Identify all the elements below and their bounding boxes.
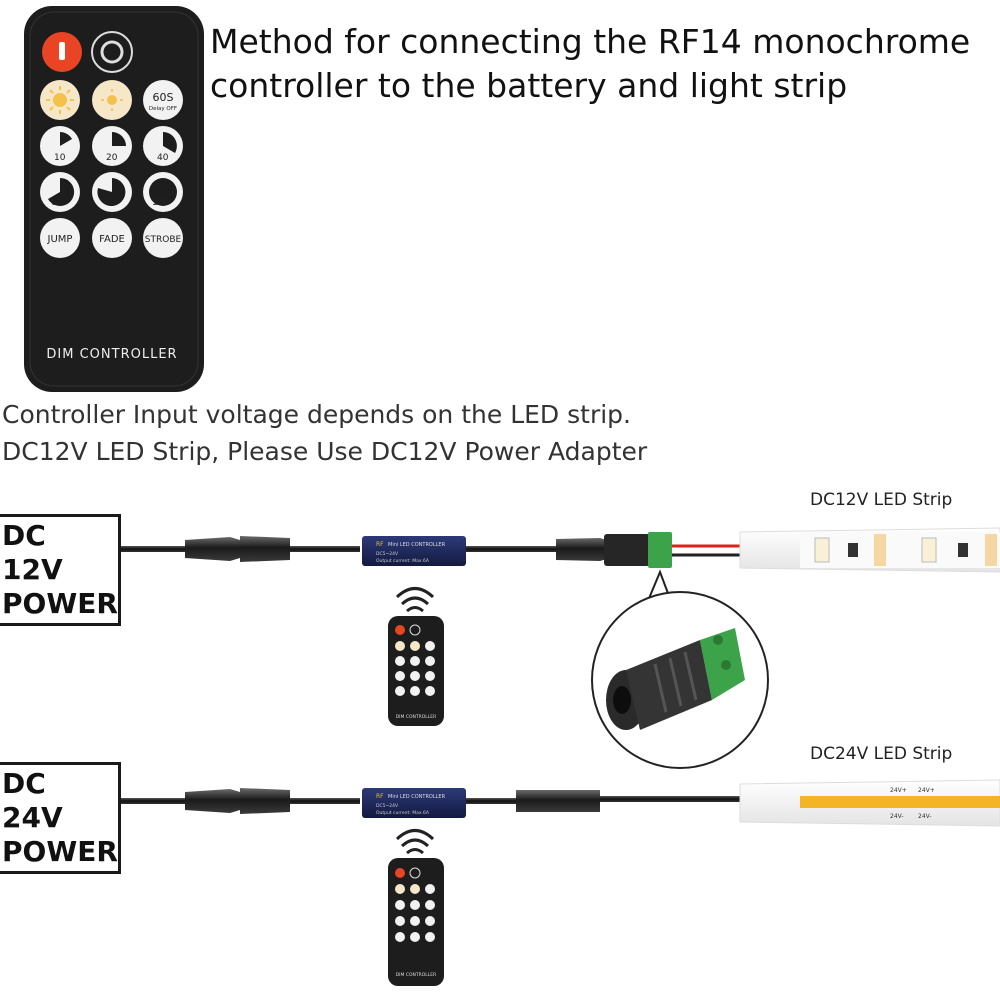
light-toggle-button[interactable] bbox=[91, 31, 133, 73]
svg-text:10: 10 bbox=[54, 153, 66, 163]
svg-text:100: 100 bbox=[152, 198, 169, 208]
delay-top-label: 60S bbox=[153, 91, 174, 104]
fade-label: FADE bbox=[99, 234, 125, 245]
jump-button[interactable] bbox=[40, 218, 80, 258]
svg-text:DIM CONTROLLER: DIM CONTROLLER bbox=[396, 714, 437, 720]
svg-text:Output current: Max.6A: Output current: Max.6A bbox=[376, 810, 430, 816]
mini-led-controller-24v bbox=[362, 788, 466, 818]
ring-icon bbox=[100, 40, 124, 64]
svg-text:20: 20 bbox=[106, 153, 118, 163]
terminal-block-12v bbox=[648, 532, 672, 568]
level-100-button[interactable]: 100 bbox=[143, 172, 183, 212]
mini-led-controller-12v bbox=[362, 536, 466, 566]
power-cable-12v bbox=[115, 546, 185, 552]
sun-small-icon bbox=[107, 95, 117, 105]
sun-large-rays bbox=[46, 86, 74, 114]
power-cable-24v bbox=[115, 798, 185, 804]
page-title: Method for connecting the RF14 monochrom… bbox=[210, 22, 971, 105]
voltage-note-line-1: Controller Input voltage depends on the … bbox=[2, 400, 631, 429]
adapter-body bbox=[626, 640, 712, 730]
row-24v: RF Mini LED CONTROLLER DC5~24V Output cu… bbox=[115, 779, 1000, 827]
svg-text:40: 40 bbox=[157, 153, 169, 163]
svg-text:Mini LED CONTROLLER: Mini LED CONTROLLER bbox=[388, 542, 446, 548]
delay-off-button[interactable] bbox=[143, 80, 183, 120]
power-box-24v-line2: POWER bbox=[2, 835, 118, 868]
svg-text:DC5~24V: DC5~24V bbox=[376, 551, 399, 557]
svg-text:DC5~24V: DC5~24V bbox=[376, 803, 399, 809]
power-box-24v-line1: DC 24V bbox=[2, 767, 63, 834]
level-60-button[interactable]: 60 bbox=[40, 172, 80, 212]
remote-label: DIM CONTROLLER bbox=[46, 347, 177, 362]
level-80-button[interactable]: 80 bbox=[92, 172, 132, 212]
small-remote-24v: DIM CONTROLLER bbox=[388, 829, 444, 986]
svg-text:RF: RF bbox=[376, 541, 384, 548]
jump-label: JUMP bbox=[47, 234, 73, 245]
row-12v: RF Mini LED CONTROLLER DC5~24V Output cu… bbox=[115, 527, 1000, 573]
svg-text:80: 80 bbox=[104, 198, 116, 208]
svg-text:Output current: Max.6A: Output current: Max.6A bbox=[376, 558, 430, 564]
power-plug-12v bbox=[185, 537, 240, 561]
strobe-button[interactable] bbox=[143, 218, 183, 258]
svg-text:DIM CONTROLLER: DIM CONTROLLER bbox=[396, 972, 437, 978]
svg-text:24V+: 24V+ bbox=[890, 787, 907, 794]
svg-text:24V+: 24V+ bbox=[918, 787, 935, 794]
controller-output-plug-24v bbox=[516, 790, 600, 812]
smd-leds-12v bbox=[814, 534, 997, 566]
adapter-callout bbox=[591, 569, 769, 769]
strobe-label: STROBE bbox=[145, 235, 182, 245]
level-20-button[interactable]: 20 bbox=[92, 126, 132, 166]
level-40-button[interactable]: 40 bbox=[143, 126, 183, 166]
signal-icon-24v bbox=[395, 829, 435, 855]
strip-label-24v: DC24V LED Strip bbox=[810, 744, 953, 764]
power-icon bbox=[59, 42, 65, 60]
power-plug-24v bbox=[185, 789, 240, 813]
cob-yellow-band bbox=[800, 796, 1000, 808]
voltage-note: Controller Input voltage depends on the … bbox=[2, 396, 722, 470]
power-box-12v-line2: POWER bbox=[2, 587, 118, 620]
controller-output-plug-12v bbox=[556, 538, 610, 561]
power-box-24v: DC 24V POWER bbox=[0, 762, 121, 874]
power-box-12v-line1: DC 12V bbox=[2, 519, 63, 586]
sun-large-icon bbox=[53, 93, 67, 107]
controller-input-plug-24v bbox=[240, 788, 290, 814]
voltage-note-line-2: DC12V LED Strip, Please Use DC12V Power … bbox=[2, 437, 648, 466]
controller-input-plug-12v bbox=[240, 536, 290, 562]
svg-text:24V-: 24V- bbox=[918, 813, 932, 820]
strip-label-12v: DC12V LED Strip bbox=[810, 490, 953, 510]
signal-icon-12v bbox=[395, 587, 435, 613]
delay-bottom-label: Delay OFF bbox=[149, 106, 177, 112]
dim-controller-remote: 60S Delay OFF 10 20 40 60 80 bbox=[24, 6, 204, 392]
power-box-12v: DC 12V POWER bbox=[0, 514, 121, 626]
level-10-button[interactable]: 10 bbox=[40, 126, 80, 166]
svg-text:24V-: 24V- bbox=[890, 813, 904, 820]
fade-button[interactable] bbox=[92, 218, 132, 258]
svg-text:RF: RF bbox=[376, 793, 384, 800]
female-adapter-12v bbox=[604, 534, 650, 566]
svg-text:60: 60 bbox=[51, 198, 63, 208]
svg-text:Mini LED CONTROLLER: Mini LED CONTROLLER bbox=[388, 794, 446, 800]
small-remote-12v: DIM CONTROLLER bbox=[388, 587, 444, 726]
